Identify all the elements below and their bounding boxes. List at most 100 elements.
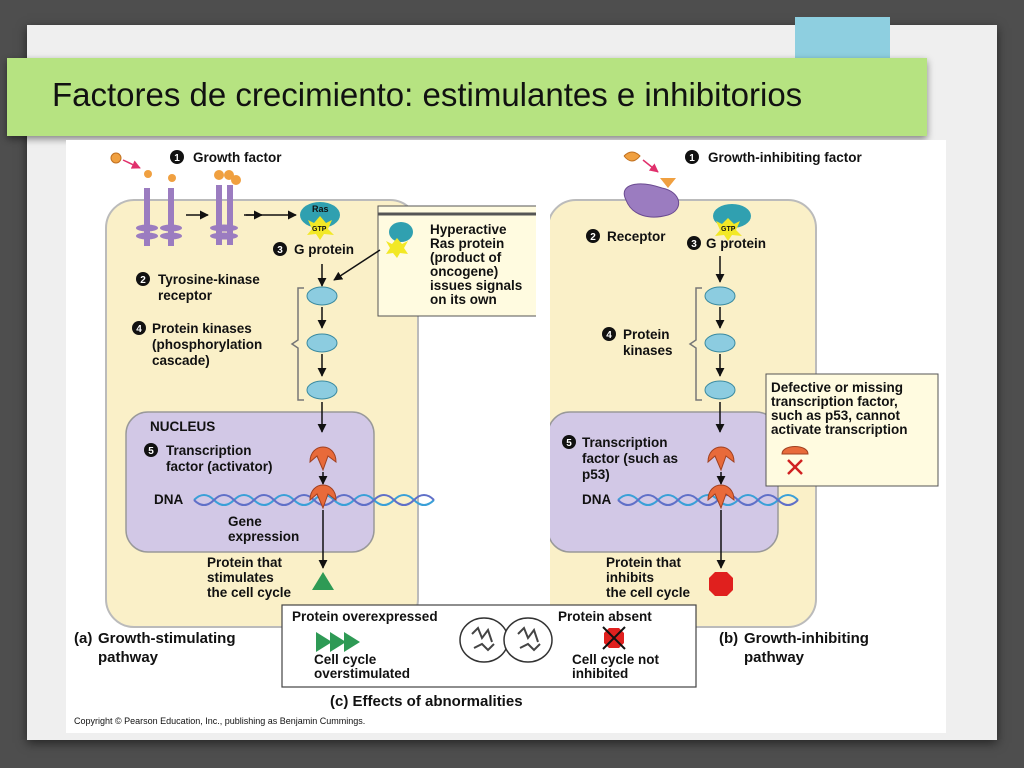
- svg-text:Ras: Ras: [312, 204, 329, 214]
- svg-text:Ras protein: Ras protein: [430, 236, 504, 251]
- svg-text:pathway: pathway: [744, 649, 805, 666]
- svg-text:GTP: GTP: [721, 226, 736, 233]
- effects-panel: Protein overexpressed Cell cycle oversti…: [281, 604, 697, 688]
- svg-text:issues signals: issues signals: [430, 278, 522, 293]
- step-1-badge: 1: [170, 150, 184, 164]
- step-2-badge: 2: [136, 272, 150, 286]
- svg-text:4: 4: [606, 330, 612, 341]
- svg-text:5: 5: [566, 438, 572, 449]
- svg-text:3: 3: [691, 239, 697, 250]
- caption-a: Growth-stimulating: [98, 630, 236, 647]
- inhibiting-protein-label: Protein that: [606, 555, 682, 570]
- svg-text:2: 2: [140, 275, 146, 286]
- step-4-badge: 4: [132, 321, 146, 335]
- receptor-label: Receptor: [607, 229, 666, 244]
- transcription-factor-label: Transcription: [166, 443, 252, 458]
- g-protein-r-icon: GTP: [713, 204, 751, 241]
- g-protein-label: G protein: [294, 242, 354, 257]
- absent-protein-icon: [602, 626, 626, 650]
- nucleus-label: NUCLEUS: [150, 419, 215, 434]
- svg-text:expression: expression: [228, 529, 299, 544]
- svg-text:on its own: on its own: [430, 292, 497, 307]
- fast-forward-icon: [316, 632, 360, 652]
- kinase-r-3: [704, 380, 736, 400]
- transcription-factor-r-label: Transcription: [582, 435, 668, 450]
- svg-text:the cell cycle: the cell cycle: [207, 585, 292, 600]
- step-5r-badge: 5: [562, 435, 576, 449]
- right-pathway: 1 Growth-inhibiting factor GTP 2 Recepto…: [536, 150, 939, 666]
- left-nucleus: [125, 411, 375, 553]
- svg-text:factor (activator): factor (activator): [166, 459, 273, 474]
- protein-overexpressed-title: Protein overexpressed: [292, 609, 438, 624]
- protein-kinases-label: Protein kinases: [152, 321, 252, 336]
- svg-text:4: 4: [136, 324, 142, 335]
- left-pathway: 1 Growth factor Ras GTP: [74, 150, 544, 666]
- g-protein-r-label: G protein: [706, 236, 766, 251]
- tyrosine-kinase-label: Tyrosine-kinase: [158, 272, 260, 287]
- kinase-2: [306, 333, 338, 353]
- defective-transcription-box: Defective or missing transcription facto…: [765, 373, 939, 487]
- caption-b-letter: (b): [719, 630, 738, 647]
- svg-text:p53): p53): [582, 467, 610, 482]
- copyright: Copyright © Pearson Education, Inc., pub…: [74, 716, 365, 726]
- svg-text:(product of: (product of: [430, 250, 502, 265]
- svg-text:5: 5: [148, 446, 154, 457]
- protein-kinases-r-label: Protein: [623, 327, 670, 342]
- right-nucleus: [547, 411, 779, 553]
- receptor-icon: [623, 178, 679, 218]
- growth-inhibiting-factor-icon: [623, 151, 659, 173]
- transcription-factor-activator: [309, 446, 337, 472]
- step-3-badge: 3: [273, 242, 287, 256]
- step-4r-badge: 4: [602, 327, 616, 341]
- protein-absent-title: Protein absent: [558, 609, 652, 624]
- pathway-figure: 1 Growth factor Ras GTP: [66, 140, 946, 733]
- kinase-1: [306, 286, 338, 306]
- stimulating-protein-label: Protein that: [207, 555, 283, 570]
- gene-expression-label: Gene: [228, 514, 262, 529]
- svg-text:pathway: pathway: [98, 649, 159, 666]
- svg-text:overstimulated: overstimulated: [314, 666, 410, 681]
- growth-factor-label: Growth factor: [193, 150, 282, 165]
- svg-text:1: 1: [689, 153, 695, 164]
- svg-text:(phosphorylation: (phosphorylation: [152, 337, 262, 352]
- svg-text:3: 3: [277, 245, 283, 256]
- caption-c: (c) Effects of abnormalities: [330, 693, 523, 710]
- svg-text:stimulates: stimulates: [207, 570, 274, 585]
- dna-helix-r: [617, 494, 799, 506]
- svg-text:GTP: GTP: [312, 226, 327, 233]
- step-1r-badge: 1: [685, 150, 699, 164]
- svg-text:2: 2: [590, 232, 596, 243]
- growth-inhibiting-factor-label: Growth-inhibiting factor: [708, 150, 862, 165]
- tyrosine-kinase-receptor: [136, 170, 297, 246]
- svg-text:oncogene): oncogene): [430, 264, 498, 279]
- transcription-factor-p53: [707, 446, 735, 472]
- not-inhibited-label: Cell cycle not: [572, 652, 660, 667]
- svg-text:Defective or missing: Defective or missing: [771, 380, 903, 395]
- kinase-3: [306, 380, 338, 400]
- svg-text:transcription factor,: transcription factor,: [771, 394, 898, 409]
- svg-text:factor (such as: factor (such as: [582, 451, 678, 466]
- dividing-cell-icon: [459, 617, 553, 663]
- svg-text:receptor: receptor: [158, 288, 213, 303]
- caption-a-letter: (a): [74, 630, 92, 647]
- kinase-r-1: [704, 286, 736, 306]
- kinase-r-2: [704, 333, 736, 353]
- step-5-badge: 5: [144, 443, 158, 457]
- caption-b: Growth-inhibiting: [744, 630, 869, 647]
- dna-helix: [193, 494, 435, 506]
- svg-text:such as p53, cannot: such as p53, cannot: [771, 408, 901, 423]
- svg-text:Hyperactive: Hyperactive: [430, 222, 507, 237]
- stimulating-protein-triangle: [312, 572, 334, 590]
- step-3r-badge: 3: [687, 236, 701, 250]
- svg-text:cascade): cascade): [152, 353, 210, 368]
- hyperactive-ras-box: Hyperactive Ras protein (product of onco…: [377, 205, 544, 317]
- svg-text:the cell cycle: the cell cycle: [606, 585, 691, 600]
- inhibiting-protein-octagon: [709, 572, 733, 596]
- svg-text:kinases: kinases: [623, 343, 673, 358]
- dna-r-label: DNA: [582, 492, 611, 507]
- slide-title: Factores de crecimiento: estimulantes e …: [52, 76, 803, 113]
- svg-text:inhibited: inhibited: [572, 666, 628, 681]
- step-2r-badge: 2: [586, 229, 600, 243]
- svg-text:1: 1: [174, 153, 180, 164]
- ras-g-protein-icon: Ras GTP: [300, 202, 340, 240]
